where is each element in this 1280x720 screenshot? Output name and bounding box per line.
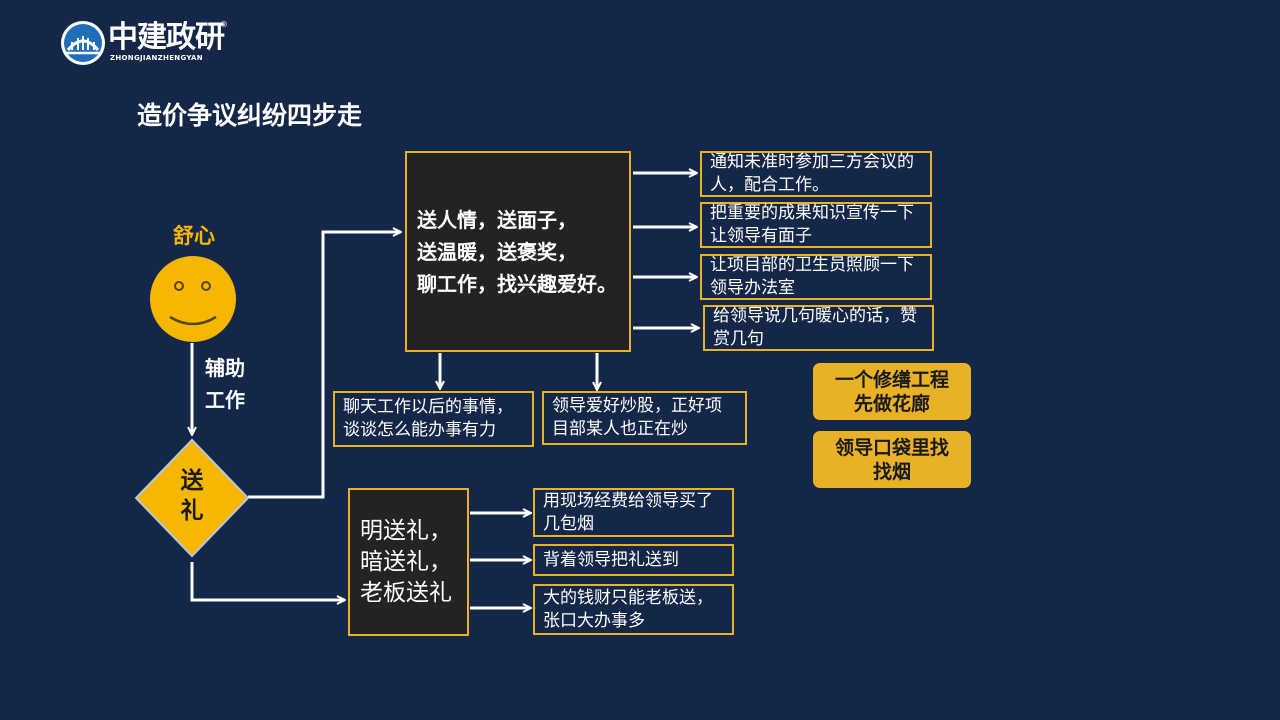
assist-work-label: 辅助 工作	[205, 352, 245, 416]
gift-box-2: 背着领导把礼送到	[533, 544, 734, 576]
arrow-diamond-to-box1	[248, 232, 400, 499]
logo-registered-mark: ®	[220, 20, 228, 29]
right-box-1-text: 通知未准时参加三方会议的人，配合工作。	[710, 152, 914, 195]
right-box-2-text: 把重要的成果知识宣传一下让领导有面子	[710, 203, 914, 246]
logo-icon	[61, 21, 105, 65]
assist-label-line2: 工作	[205, 388, 245, 412]
main-box-relationship: 送人情，送面子， 送温暖，送褒奖， 聊工作，找兴趣爱好。	[405, 151, 631, 352]
arrow-diamond-to-box2	[190, 562, 344, 600]
main-box-relationship-text: 送人情，送面子， 送温暖，送褒奖， 聊工作，找兴趣爱好。	[417, 207, 617, 296]
right-box-2: 把重要的成果知识宣传一下让领导有面子	[700, 202, 932, 248]
right-box-1: 通知未准时参加三方会议的人，配合工作。	[700, 151, 932, 197]
gift-diamond-shape	[134, 438, 250, 558]
pill-cigarettes: 领导口袋里找 找烟	[813, 431, 971, 488]
right-box-3-text: 让项目部的卫生员照顾一下领导办法室	[710, 255, 914, 298]
diamond-label: 送 礼	[180, 468, 204, 524]
right-box-4: 给领导说几句暖心的话，赞赏几句	[703, 305, 934, 351]
gift-box-3: 大的钱财只能老板送，张口大办事多	[533, 584, 734, 635]
assist-label-line1: 辅助	[205, 356, 245, 380]
gift-box-1: 用现场经费给领导买了几包烟	[533, 488, 734, 537]
gift-box-2-text: 背着领导把礼送到	[543, 549, 679, 570]
bottom-box-stocks-text: 领导爱好炒股，正好项目部某人也正在炒	[552, 396, 722, 439]
page-title: 造价争议纠纷四步走	[137, 101, 363, 130]
pill-cigarettes-text: 领导口袋里找 找烟	[834, 436, 949, 483]
gift-box-3-text: 大的钱财只能老板送，张口大办事多	[543, 587, 713, 631]
smiley-face-icon	[150, 256, 236, 342]
bottom-box-chat: 聊天工作以后的事情，谈谈怎么能办事有力	[333, 391, 534, 447]
right-box-4-text: 给领导说几句暖心的话，赞赏几句	[713, 306, 917, 349]
main-box-gifts: 明送礼， 暗送礼， 老板送礼	[348, 488, 469, 636]
gift-box-1-text: 用现场经费给领导买了几包烟	[543, 490, 713, 534]
smiley-label: 舒心	[173, 224, 215, 248]
bottom-box-stocks: 领导爱好炒股，正好项目部某人也正在炒	[542, 391, 747, 445]
pill-repair-project-text: 一个修缮工程 先做花廊	[834, 368, 949, 415]
main-box-gifts-text: 明送礼， 暗送礼， 老板送礼	[360, 517, 452, 606]
logo-subtext: ZHONGJIANZHENGYAN	[110, 54, 203, 62]
bottom-box-chat-text: 聊天工作以后的事情，谈谈怎么能办事有力	[343, 397, 513, 440]
pill-repair-project: 一个修缮工程 先做花廊	[813, 363, 971, 420]
logo-text: 中建政研	[108, 20, 225, 55]
right-box-3: 让项目部的卫生员照顾一下领导办法室	[700, 254, 932, 300]
